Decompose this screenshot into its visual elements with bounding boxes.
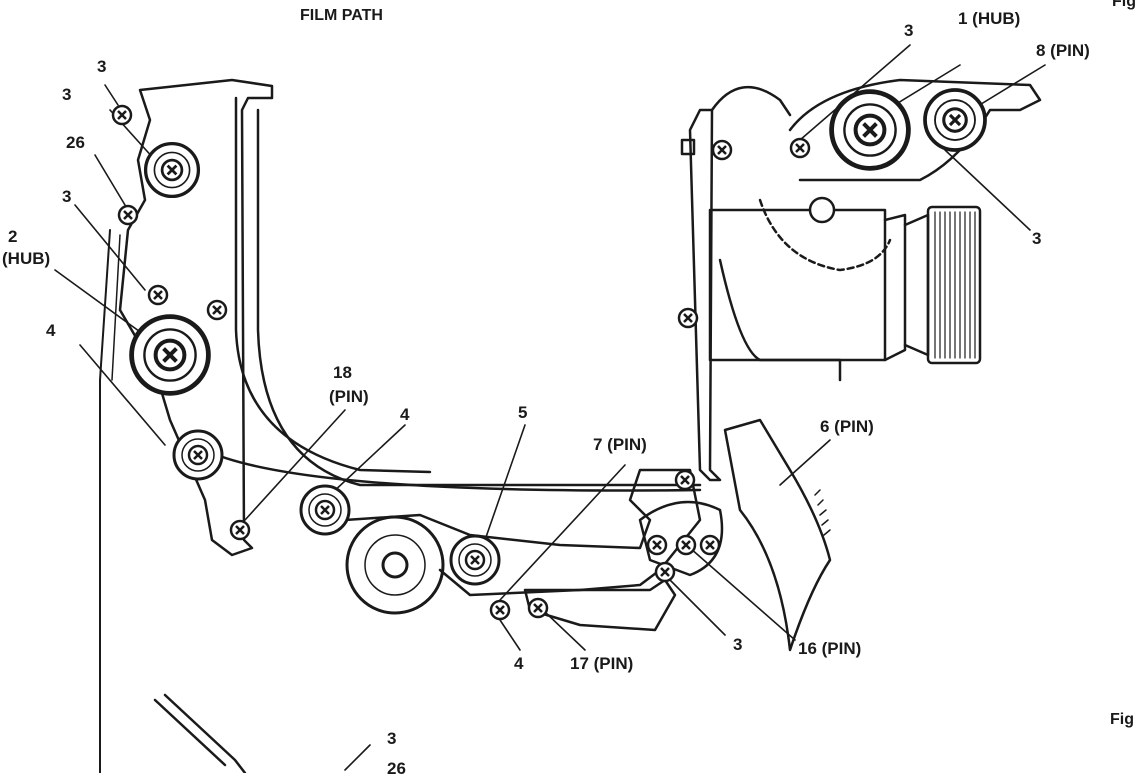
label-3-top-left: 3: [97, 57, 107, 76]
cam-plate: [638, 500, 724, 577]
leader-7: [499, 464, 626, 601]
label-18: 18: [333, 363, 352, 382]
label-8-pin: 8 (PIN): [1036, 41, 1090, 60]
label-1-hub: 1 (HUB): [958, 9, 1021, 28]
screw-18-pin: [229, 519, 251, 541]
label-3-right: 3: [1032, 229, 1042, 248]
leader-3c: [74, 204, 146, 291]
fig-label-bottom: Fig: [1110, 711, 1134, 728]
screw-3-mid: [654, 561, 676, 583]
lens-lower-body: [718, 258, 842, 382]
film-strip-lower: [203, 448, 702, 492]
label-3-bottom-mid: 3: [733, 635, 743, 654]
leader-3bl: [344, 744, 371, 771]
diagram-title: FILM PATH: [300, 7, 383, 24]
large-sprocket: [345, 515, 445, 615]
lens-hood: [883, 213, 907, 362]
film-strip-left-inner: [111, 234, 121, 381]
leader-4a: [79, 344, 166, 446]
label-3-second-left: 3: [62, 85, 72, 104]
gate-plate: [688, 108, 722, 482]
left-plate-inner-edge: [234, 96, 432, 474]
screw-17-pin: [527, 597, 549, 619]
hub-2-roller: [132, 317, 209, 394]
screw-7-pin: [489, 599, 511, 621]
label-2-hub: (HUB): [2, 249, 51, 268]
leader-16: [689, 547, 796, 641]
leader-17: [544, 611, 586, 651]
lens-barrel: [903, 213, 930, 357]
screw-gate-mid: [677, 307, 699, 329]
lens-focus-ring: [926, 205, 982, 365]
lens-ring-teeth: [934, 211, 976, 359]
left-plate-outline: [118, 78, 274, 557]
label-4-left: 4: [46, 321, 56, 340]
film-strip-left: [99, 229, 111, 773]
screw-film-guide: [674, 469, 696, 491]
leader-18: [244, 409, 346, 521]
leader-3m: [669, 579, 726, 636]
upper-right-plate: [788, 78, 1042, 182]
label-3-bottom-left: 3: [387, 729, 397, 748]
label-26-left: 26: [66, 133, 85, 152]
roller-4-left: [172, 429, 224, 481]
screw-top-right-3: [789, 137, 811, 159]
label-16-pin: 16 (PIN): [798, 639, 862, 658]
label-17-pin: 17 (PIN): [570, 654, 634, 673]
claw-teeth: [814, 489, 831, 536]
claw-arm: [723, 418, 832, 652]
label-5: 5: [518, 403, 528, 422]
roller-5: [449, 534, 501, 586]
screw-3-a: [111, 104, 133, 126]
screw-cam-right: [699, 534, 721, 556]
film-guide-curve: [256, 108, 702, 487]
probe-tool: [153, 693, 247, 773]
label-26-bottom: 26: [387, 759, 406, 778]
sprocket-arc: [710, 85, 792, 117]
label-4-bottom: 4: [514, 654, 524, 673]
screw-3-c: [147, 284, 169, 306]
hub-1-roller: [832, 92, 909, 169]
screw-gate-top: [711, 139, 733, 161]
leader-26: [94, 154, 126, 206]
label-4-mid: 4: [400, 405, 410, 424]
screw-16-pin: [675, 534, 697, 556]
gate-block: [680, 138, 696, 156]
lower-plate-outline: [343, 468, 702, 597]
label-18-pin: (PIN): [329, 387, 369, 406]
leader-6: [779, 439, 831, 486]
lens-mount-pin: [808, 196, 836, 224]
roller-4-mid: [299, 484, 351, 536]
leader-3r: [944, 149, 1031, 231]
leader-3a: [104, 84, 119, 106]
leader-5: [484, 424, 526, 541]
screw-26: [117, 204, 139, 226]
label-3-top-right: 3: [904, 21, 914, 40]
leader-4b: [329, 424, 406, 496]
label-3-third-left: 3: [62, 187, 72, 206]
shutter-arc: [758, 198, 892, 272]
roller-8-pin: [923, 88, 987, 152]
leader-4c: [499, 619, 521, 651]
label-6-pin: 6 (PIN): [820, 417, 874, 436]
screw-small-left: [206, 299, 228, 321]
fig-label-top: Fig: [1112, 0, 1136, 10]
label-2: 2: [8, 227, 18, 246]
label-7-pin: 7 (PIN): [593, 435, 647, 454]
lens-body: [708, 208, 887, 362]
roller-3-top-left: [143, 141, 201, 199]
screw-cam-left: [646, 534, 668, 556]
